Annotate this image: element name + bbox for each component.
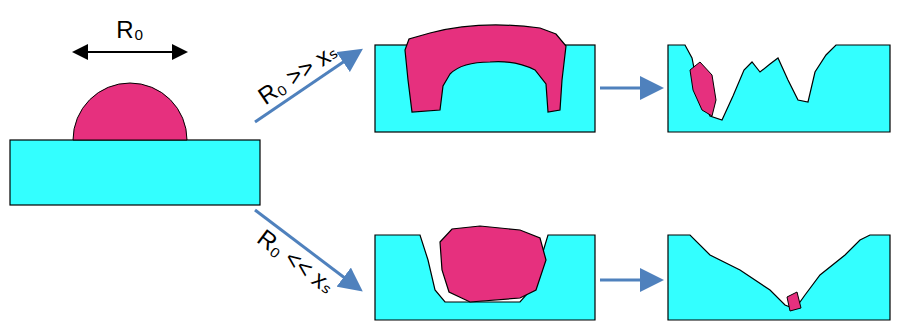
dimension-arrow [74, 51, 186, 53]
particle [405, 25, 566, 112]
particle-remnant [690, 62, 716, 116]
dimension-label: R₀ [116, 17, 143, 43]
particle [73, 83, 187, 140]
step-arrow [600, 87, 658, 90]
etched-substrate [668, 235, 890, 320]
condition-label: R₀ << xₛ [252, 224, 339, 299]
particle-remnant [787, 292, 801, 311]
particle [440, 226, 546, 302]
etched-substrate [668, 45, 890, 132]
condition-label: R₀ >> xₛ [253, 38, 342, 110]
substrate [10, 140, 260, 205]
step-arrow [600, 279, 658, 282]
